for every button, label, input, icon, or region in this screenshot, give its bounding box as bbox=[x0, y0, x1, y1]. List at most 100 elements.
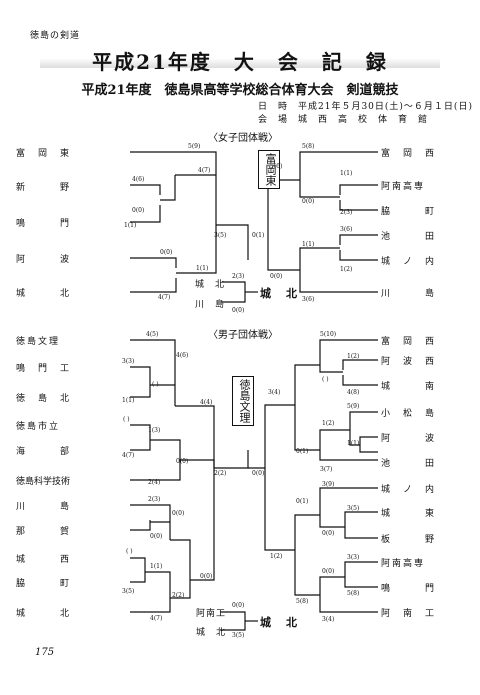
women-right-team: 阿南高専 bbox=[381, 182, 426, 192]
men-right-team: 板 野 bbox=[381, 535, 437, 545]
score-label: ( ) bbox=[123, 416, 130, 423]
score-label: 1(2) bbox=[322, 420, 335, 427]
score-label: 4(6) bbox=[176, 352, 189, 359]
score-label: 1(2) bbox=[340, 266, 353, 273]
page-title: 平成21年度 大 会 記 録 bbox=[92, 50, 388, 74]
men-right-team: 城 南 bbox=[381, 382, 437, 392]
score-label: 3(5) bbox=[122, 588, 135, 595]
men-right-team: 池 田 bbox=[381, 459, 437, 469]
score-label: 1(1) bbox=[347, 440, 360, 447]
score-label: 4(7) bbox=[122, 452, 135, 459]
score-label: 2(2) bbox=[172, 592, 185, 599]
score-label: 1(1) bbox=[302, 241, 315, 248]
score-label: 0(1) bbox=[296, 448, 309, 455]
women-champion-box: 富岡東 bbox=[258, 150, 280, 189]
score-label: 5(9) bbox=[188, 143, 201, 150]
women-right-team: 富 岡 西 bbox=[381, 149, 437, 159]
score-label: ( ) bbox=[152, 381, 159, 388]
score-label: 3(3) bbox=[122, 358, 135, 365]
men-right-team: 小 松 島 bbox=[381, 409, 437, 419]
score-label: 4(5) bbox=[146, 331, 159, 338]
men-left-team: 徳 島 北 bbox=[16, 394, 72, 404]
score-label: 3(6) bbox=[302, 296, 315, 303]
men-left-team: 城 北 bbox=[16, 609, 72, 619]
score-label: 5(8) bbox=[296, 598, 309, 605]
score-label: 0(0) bbox=[176, 458, 189, 465]
score-label: 3(5) bbox=[347, 505, 360, 512]
men-section-title: 〈男子団体戦〉 bbox=[208, 330, 278, 341]
score-label: 0(0) bbox=[322, 568, 335, 575]
score-label: 3(5) bbox=[232, 632, 245, 639]
women-left-team: 富 岡 東 bbox=[16, 149, 72, 159]
men-right-team: 阿南高専 bbox=[381, 559, 426, 569]
score-label: 3(4) bbox=[268, 389, 281, 396]
women-left-team: 阿 波 bbox=[16, 255, 72, 265]
women-final-team: 川 島 bbox=[195, 300, 226, 310]
men-left-team: 那 賀 bbox=[16, 527, 72, 537]
men-final-team: 城 北 bbox=[196, 628, 227, 638]
score-label: 1(1) bbox=[340, 170, 353, 177]
score-label: 2(3) bbox=[340, 209, 353, 216]
score-label: 0(0) bbox=[172, 510, 185, 517]
score-label: 3(9) bbox=[322, 481, 335, 488]
men-champion-box: 徳島文理 bbox=[232, 376, 254, 426]
women-left-team: 鳴 門 bbox=[16, 219, 72, 229]
score-label: 3(4) bbox=[322, 616, 335, 623]
score-label: 0(0) bbox=[302, 198, 315, 205]
score-label: 1(1) bbox=[122, 397, 135, 404]
page-number: 175 bbox=[35, 647, 55, 658]
score-label: 0(0) bbox=[322, 530, 335, 537]
women-left-team: 新 野 bbox=[16, 183, 72, 193]
score-label: 0(0) bbox=[252, 470, 265, 477]
event-venue: 会 場 城 西 高 校 体 育 館 bbox=[258, 115, 429, 125]
score-label: ( ) bbox=[322, 376, 329, 383]
score-label: 5(8) bbox=[347, 590, 360, 597]
score-label: 0(0) bbox=[160, 249, 173, 256]
men-left-team: 城 西 bbox=[16, 555, 72, 565]
score-label: 5(9) bbox=[347, 403, 360, 410]
men-right-team: 鳴 門 bbox=[381, 584, 437, 594]
men-left-team: 川 島 bbox=[16, 502, 72, 512]
men-left-team: 徳島文理 bbox=[16, 337, 61, 347]
score-label: 0(0) bbox=[150, 533, 163, 540]
score-label: 4(7) bbox=[150, 615, 163, 622]
women-right-team: 池 田 bbox=[381, 232, 437, 242]
score-label: 5(10) bbox=[320, 331, 337, 338]
men-left-team: 脇 町 bbox=[16, 579, 72, 589]
women-right-team: 城 ノ 内 bbox=[381, 257, 437, 267]
score-label: 1(1) bbox=[150, 563, 163, 570]
women-right-team: 川 島 bbox=[381, 289, 437, 299]
score-label: 4(4) bbox=[200, 399, 213, 406]
score-label: 0(0) bbox=[200, 573, 213, 580]
score-label: 1(2) bbox=[270, 553, 283, 560]
score-label: 1(3) bbox=[148, 427, 161, 434]
women-left-team: 城 北 bbox=[16, 289, 72, 299]
men-right-team: 城 東 bbox=[381, 509, 437, 519]
score-label: 3(5) bbox=[214, 232, 227, 239]
score-label: 1(2) bbox=[347, 353, 360, 360]
header-tag: 徳島の剣道 bbox=[30, 31, 81, 41]
score-label: 4(7) bbox=[158, 294, 171, 301]
men-right-team: 阿 南 工 bbox=[381, 609, 437, 619]
men-left-team: 徳島科学技術 bbox=[16, 477, 71, 487]
men-final-team: 阿南工 bbox=[196, 609, 227, 619]
score-label: 0(0) bbox=[270, 273, 283, 280]
score-label: 2(3) bbox=[232, 273, 245, 280]
score-label: 3(7) bbox=[320, 466, 333, 473]
men-right-team: 阿 波 西 bbox=[381, 357, 437, 367]
score-label: 0(1) bbox=[252, 232, 265, 239]
women-section-title: 〈女子団体戦〉 bbox=[208, 133, 278, 144]
score-label: 5(6) bbox=[270, 163, 283, 170]
women-champion-result: 城 北 bbox=[260, 287, 299, 300]
score-label: 2(4) bbox=[148, 479, 161, 486]
score-label: 1(1) bbox=[196, 265, 209, 272]
score-label: 4(7) bbox=[198, 167, 211, 174]
men-left-team: 海 部 bbox=[16, 447, 72, 457]
score-label: 3(6) bbox=[340, 226, 353, 233]
score-label: 0(1) bbox=[296, 498, 309, 505]
score-label: 4(8) bbox=[347, 389, 360, 396]
score-label: 5(8) bbox=[302, 143, 315, 150]
score-label: 0(0) bbox=[232, 307, 245, 314]
event-date: 日 時 平成21年５月30日(土)～６月１日(日) bbox=[258, 102, 473, 112]
